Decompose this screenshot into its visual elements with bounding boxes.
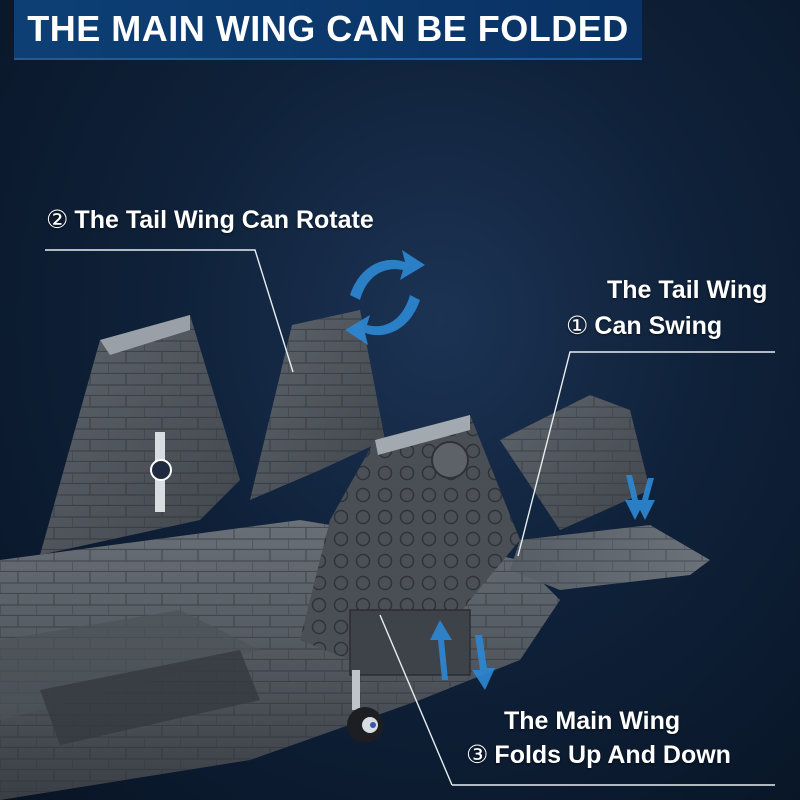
callout-text: Can Swing (594, 312, 723, 340)
folded-main-wing (300, 415, 520, 676)
callout-text: The Main Wing (504, 707, 681, 735)
leader-line-tail-swing (517, 351, 775, 557)
rotate-arrows (345, 250, 425, 345)
leader-lines (45, 249, 775, 786)
leader-line-main-fold (379, 614, 775, 786)
rotating-tail-fin (250, 310, 385, 500)
callout-number: ① (566, 312, 589, 340)
callout-number: ③ (466, 741, 489, 769)
callout-tail-swing-line1: The Tail Wing (607, 273, 767, 308)
swing-arrows (625, 475, 655, 520)
leader-line-tail-rotate (45, 249, 294, 373)
callout-text: The Tail Wing (607, 276, 768, 304)
callout-text: The Tail Wing Can Rotate (74, 206, 374, 234)
left-tail-fin (40, 315, 240, 555)
callout-number: ② (46, 206, 69, 234)
fold-arrows (430, 620, 495, 690)
landing-gear (347, 670, 383, 743)
swinging-tail-wing (500, 395, 710, 590)
callout-main-fold-line1: The Main Wing (504, 704, 680, 739)
title-banner: THE MAIN WING CAN BE FOLDED (14, 0, 642, 60)
callout-text: Folds Up And Down (494, 741, 731, 769)
page-title: THE MAIN WING CAN BE FOLDED (27, 8, 629, 49)
